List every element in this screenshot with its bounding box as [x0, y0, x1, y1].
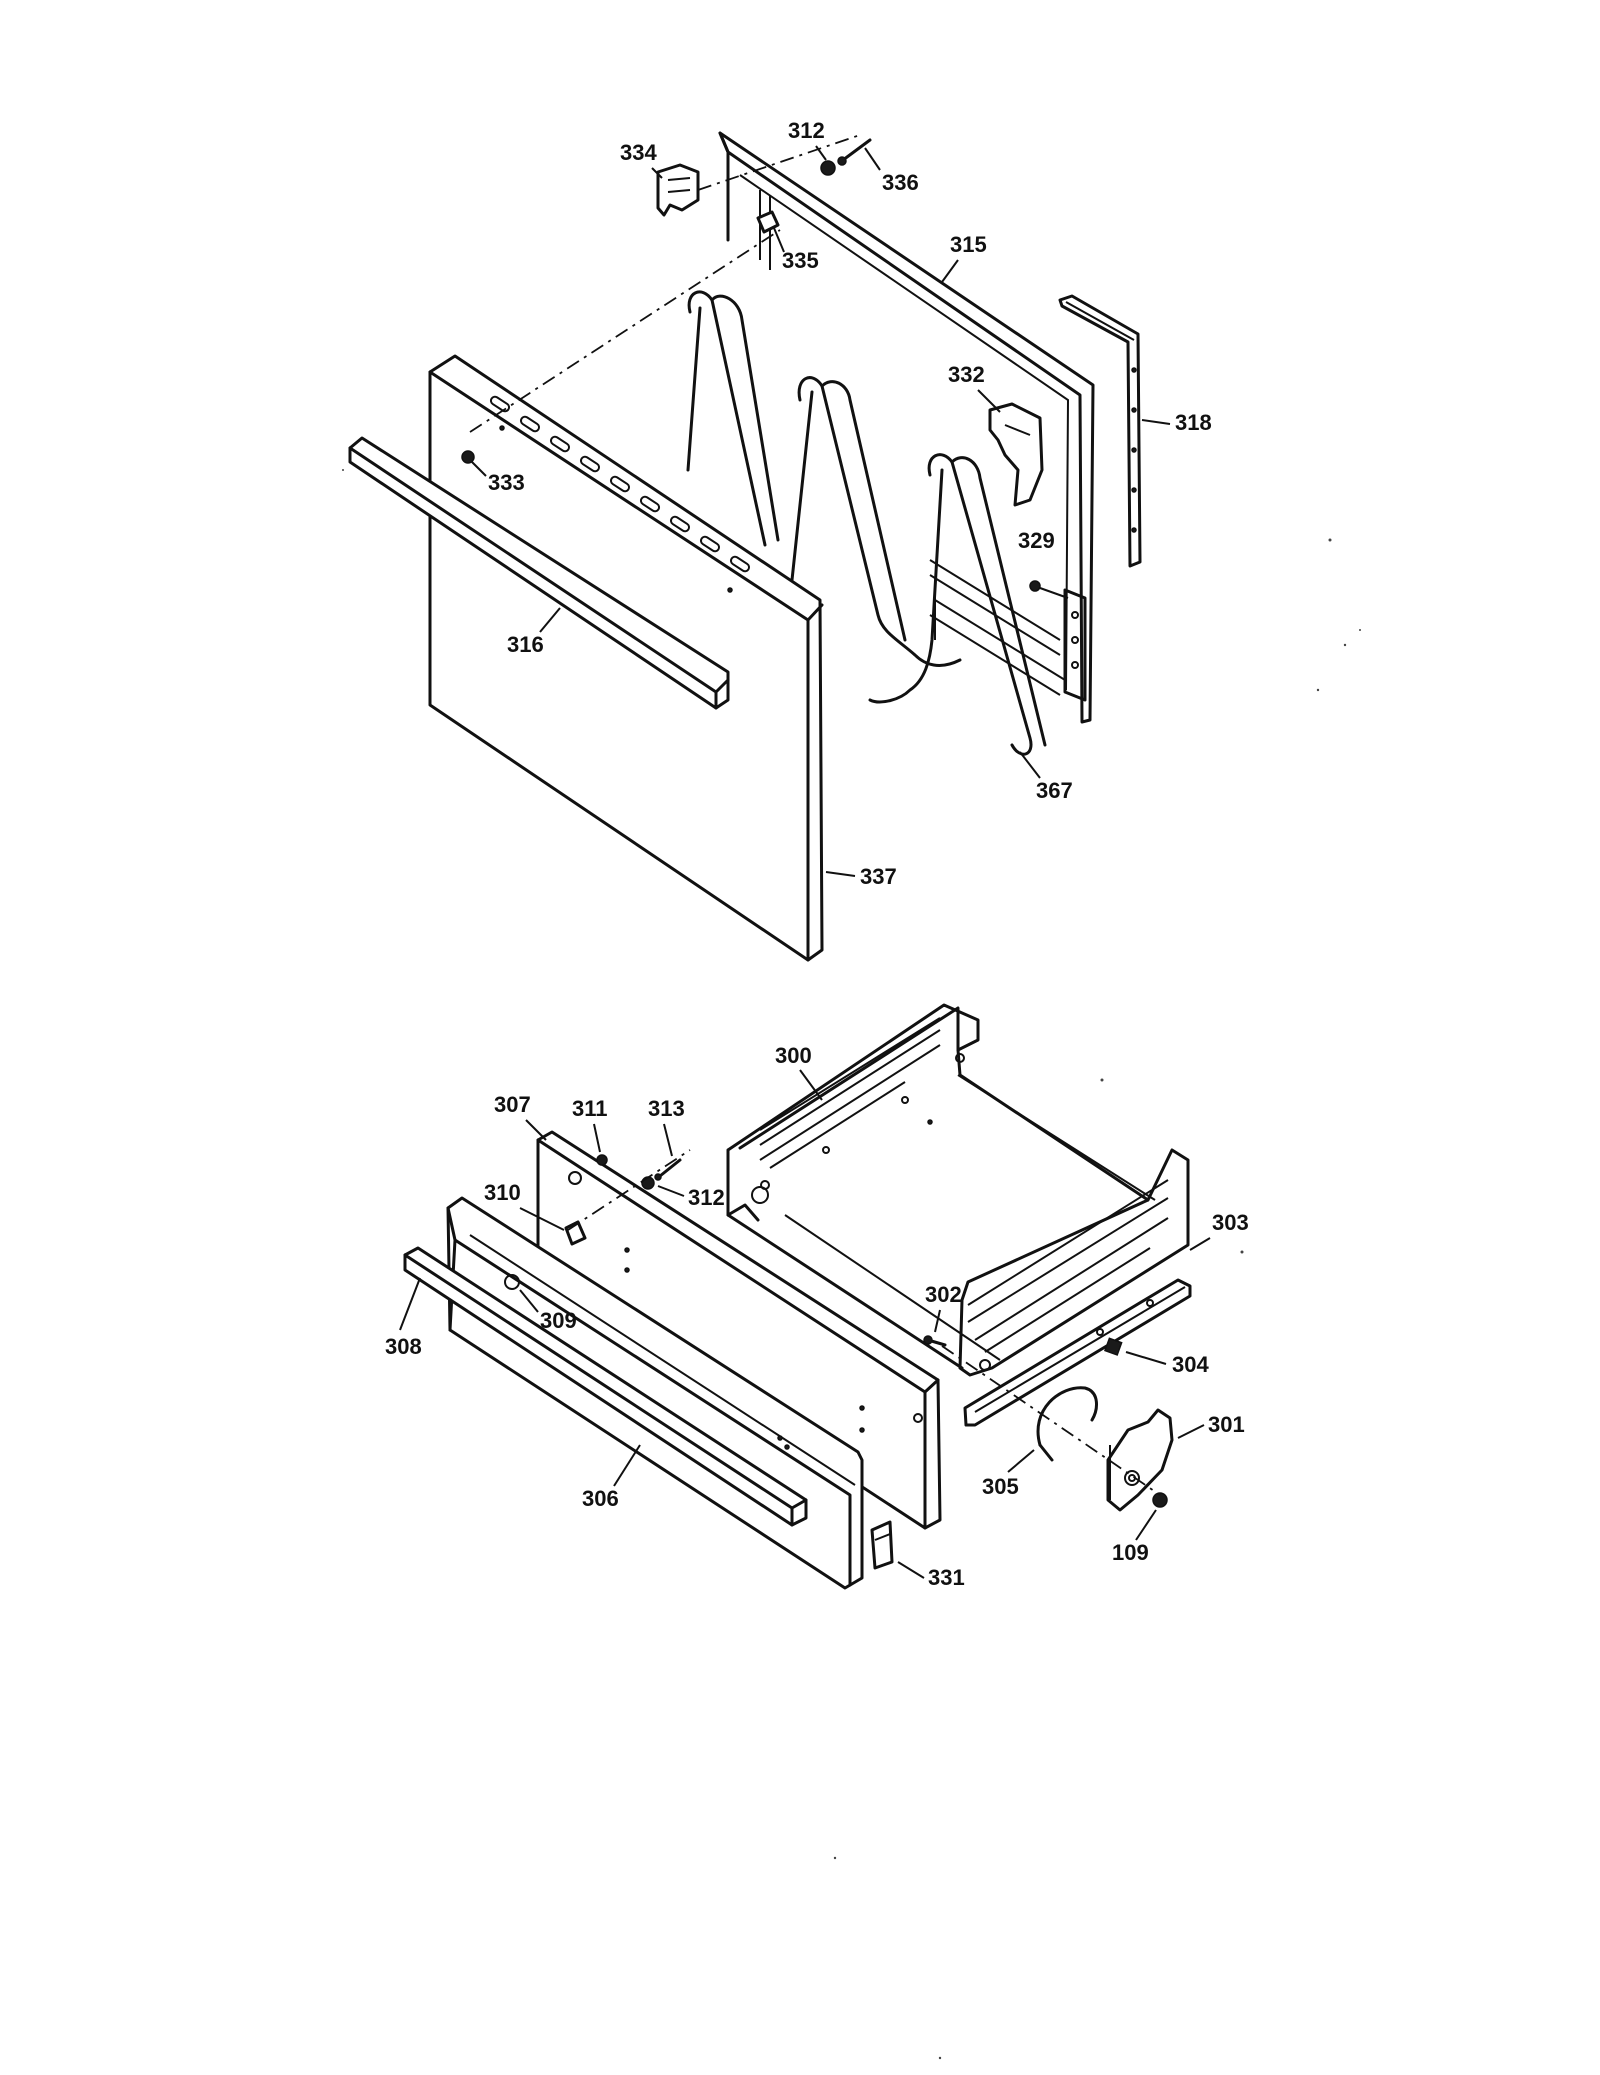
bracket-301	[1106, 1408, 1174, 1512]
door-handle-316	[348, 436, 730, 710]
callout-315: 315	[950, 232, 987, 257]
callout-337: 337	[860, 864, 897, 889]
callout-318: 318	[1175, 410, 1212, 435]
callout-300: 300	[775, 1043, 812, 1068]
callout-302: 302	[925, 1282, 962, 1307]
scan-specks	[342, 469, 1361, 2060]
bracket-332	[988, 402, 1044, 507]
callout-334: 334	[620, 140, 657, 165]
callout-305: 305	[982, 1474, 1019, 1499]
callout-332: 332	[948, 362, 985, 387]
callout-301: 301	[1208, 1412, 1245, 1437]
screw-329	[1029, 580, 1069, 599]
callout-316: 316	[507, 632, 544, 657]
inner-door-panel-315	[718, 131, 1095, 724]
callout-367: 367	[1036, 778, 1073, 803]
bracket-331	[870, 1520, 894, 1570]
callout-313: 313	[648, 1096, 685, 1121]
nut-312-top	[820, 160, 836, 176]
nut-312-bottom	[641, 1176, 655, 1190]
outer-door-panel-337	[428, 354, 824, 962]
screw-336	[837, 138, 872, 166]
callout-312-top: 312	[788, 118, 825, 143]
callout-304: 304	[1172, 1352, 1209, 1377]
door-callouts: 312 334 336 335 315 332 318 333 329 316 …	[471, 118, 1212, 889]
clip-335	[756, 210, 780, 234]
drawer-body-300	[726, 1003, 1190, 1377]
nut-109	[1152, 1492, 1168, 1508]
callout-309: 309	[540, 1308, 577, 1333]
callout-308: 308	[385, 1334, 422, 1359]
hinge-clip-334	[656, 163, 700, 217]
callout-303: 303	[1212, 1210, 1249, 1235]
callout-333: 333	[488, 470, 525, 495]
drawer-slide-303	[963, 1278, 1192, 1427]
screw-333	[461, 450, 475, 464]
door-vent-slots	[489, 395, 751, 573]
callout-109: 109	[1112, 1540, 1149, 1565]
gasket-strip-318	[1058, 294, 1142, 568]
pin-302	[923, 1335, 947, 1347]
callout-335: 335	[782, 248, 819, 273]
screw-313	[654, 1158, 682, 1181]
assembly-line-drawer-front	[567, 1149, 691, 1231]
callout-336: 336	[882, 170, 919, 195]
nut-304	[1104, 1337, 1123, 1356]
callout-306: 306	[582, 1486, 619, 1511]
callout-329: 329	[1018, 528, 1055, 553]
nut-311	[596, 1154, 608, 1166]
wire-spring-305	[1036, 1386, 1098, 1462]
callout-310: 310	[484, 1180, 521, 1205]
callout-311: 311	[572, 1096, 608, 1121]
drawer-handle-308	[403, 1246, 808, 1527]
callout-312-bottom: 312	[688, 1185, 725, 1210]
drawer-callouts: 300 307 311 313 312 310 303 302 309 308 …	[385, 1043, 1249, 1590]
assembly-line-door-top	[469, 229, 781, 433]
callout-307: 307	[494, 1092, 531, 1117]
callout-331: 331	[928, 1565, 965, 1590]
drawer-assembly	[403, 1003, 1192, 1590]
